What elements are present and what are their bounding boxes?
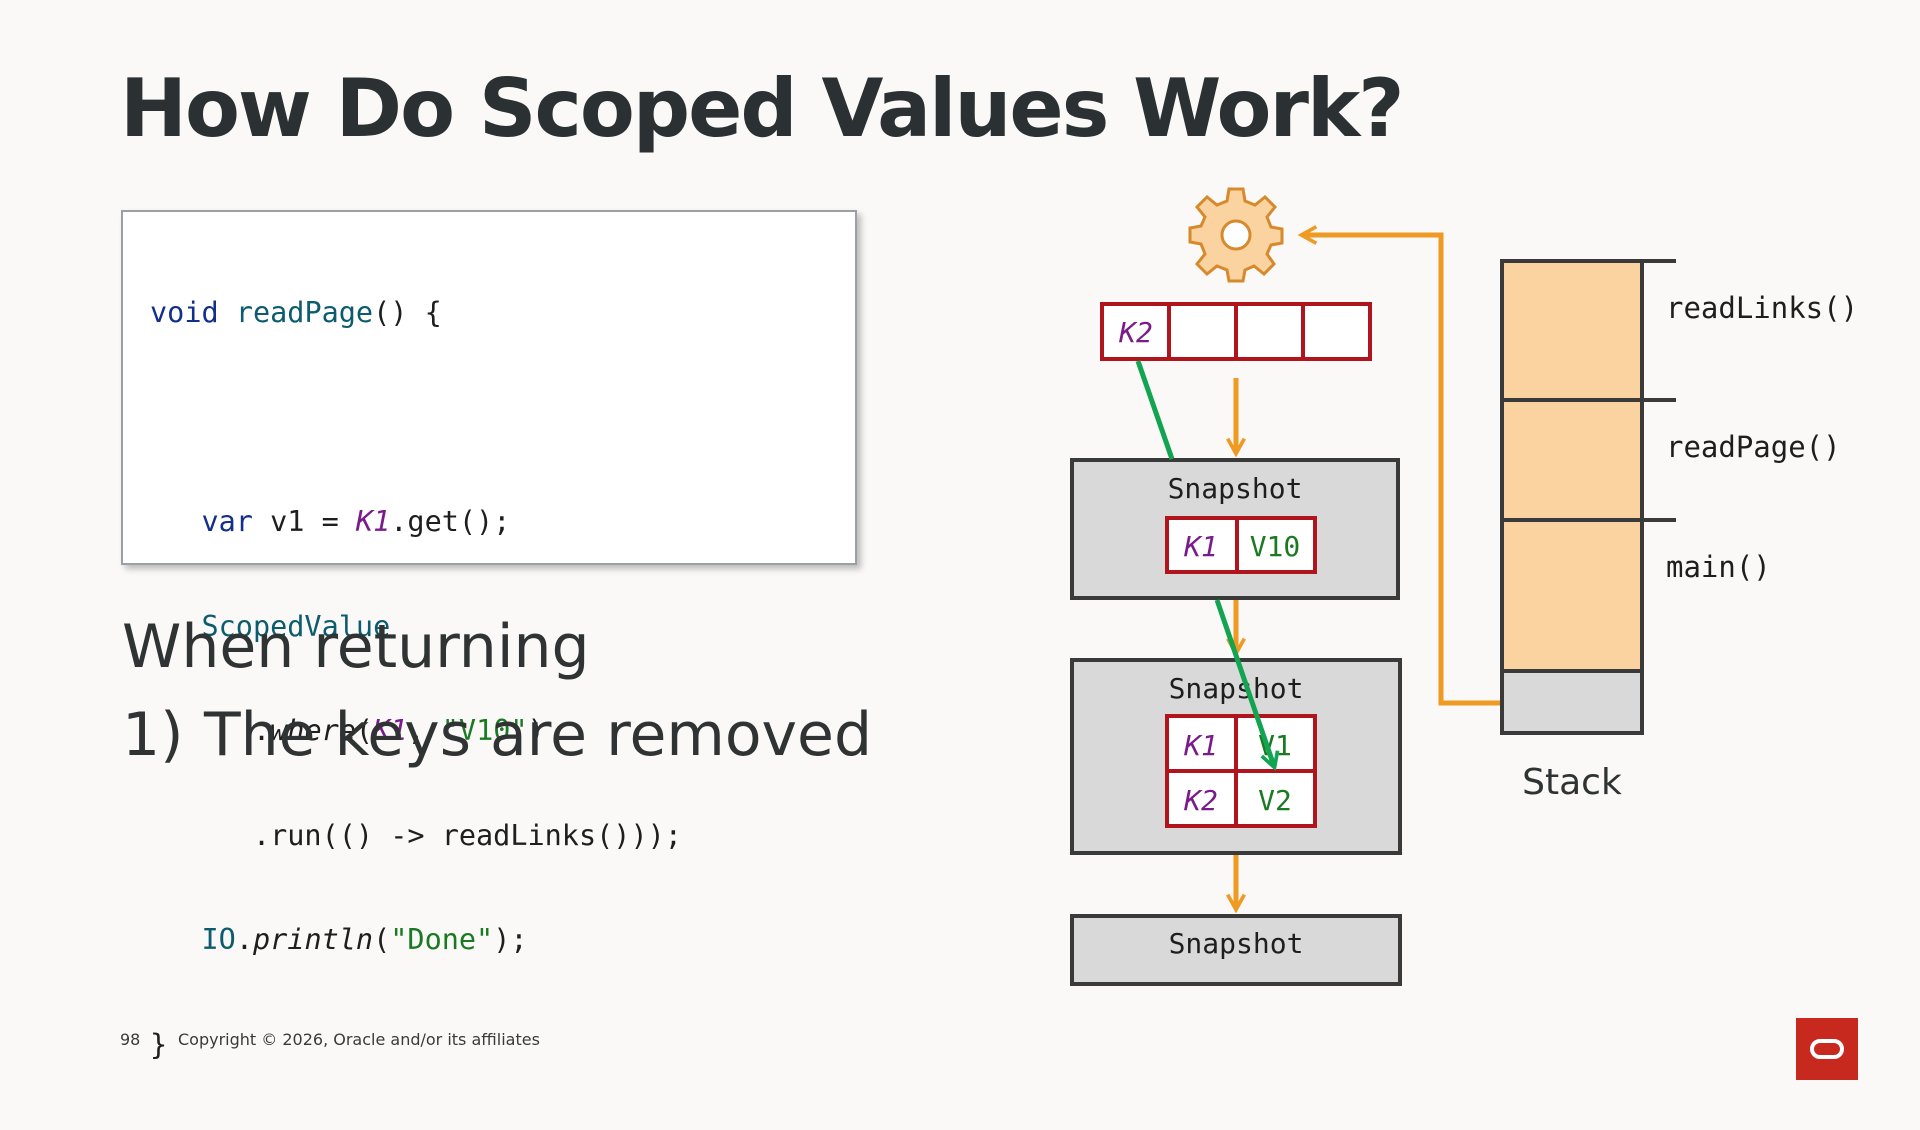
snapshot-box — [1070, 914, 1402, 986]
stack: readLinks() readPage() main() Stack — [1500, 259, 1858, 803]
stack-frame-label: readPage() — [1666, 430, 1841, 464]
stack-frame-label: readLinks() — [1666, 291, 1858, 325]
copyright-notice: Copyright © 2026, Oracle and/or its affi… — [178, 1030, 540, 1049]
code-method-where: where — [270, 714, 356, 747]
code-text-span: v1 = — [252, 505, 356, 538]
array-cell-0: K2 — [1118, 316, 1153, 349]
code-type: ScopedValue — [201, 609, 391, 643]
code-text-span: ( — [355, 714, 374, 747]
code-text-span: . — [235, 923, 253, 956]
snapshot-2: Snapshot K1 V1 K2 V2 — [1070, 658, 1402, 855]
scoped-values-diagram: K2 Snapshot K1 V10 Snapshot K1 V1 K2 V2 … — [1070, 187, 1858, 986]
code-keyword: var — [201, 505, 253, 538]
body-line-1: When returning — [122, 612, 590, 682]
code-line-1: void readPage() { — [150, 294, 682, 333]
list-item-text: The keys are removed — [204, 700, 873, 770]
code-key: K1 — [355, 505, 391, 538]
code-text: void readPage() { var v1 = K1.get(); Sco… — [150, 228, 682, 1130]
code-text-span: ); — [493, 923, 528, 956]
scoped-value-array: K2 — [1100, 302, 1372, 361]
page-number: 98 — [120, 1030, 141, 1049]
code-line-7: IO.println("Done"); — [150, 921, 682, 960]
oracle-logo-icon — [1796, 1018, 1858, 1080]
stack-base-fill — [1502, 671, 1642, 733]
snapshot-label: Snapshot — [1169, 672, 1304, 705]
entry-key: K2 — [1183, 784, 1218, 817]
code-text-span: ( — [373, 923, 391, 956]
entry-key: K1 — [1183, 729, 1218, 762]
code-block: void readPage() { var v1 = K1.get(); Sco… — [121, 210, 857, 1061]
code-line-6: .run(() -> readLinks())); — [150, 817, 682, 856]
code-method-name: readPage — [235, 296, 374, 329]
code-string: "V10" — [441, 714, 528, 747]
entry-cell — [1165, 516, 1317, 574]
slide-title: How Do Scoped Values Work? — [120, 62, 1405, 155]
code-text-span: () { — [373, 296, 442, 329]
code-line-4: ScopedValue — [150, 608, 682, 647]
code-text-span: . — [252, 714, 271, 747]
key-pointer-line — [1135, 360, 1175, 460]
stack-frames-fill — [1502, 261, 1642, 671]
snapshot-label: Snapshot — [1168, 472, 1303, 505]
code-keyword: void — [150, 296, 219, 329]
stack-frame-label: main() — [1666, 550, 1771, 584]
snapshot-1: Snapshot K1 V10 — [1070, 458, 1400, 600]
code-text-span: ) — [527, 714, 545, 747]
snapshot-label: Snapshot — [1169, 927, 1304, 960]
stack-label: Stack — [1522, 762, 1622, 803]
entry-value: V2 — [1258, 784, 1292, 817]
snapshot-3: Snapshot — [1070, 914, 1402, 986]
gear-icon — [1188, 187, 1284, 283]
code-line-3: var v1 = K1.get(); — [150, 503, 682, 542]
list-number: 1) — [122, 700, 184, 770]
body-line-2: 1) The keys are removed — [122, 700, 872, 770]
code-type: IO — [201, 923, 236, 956]
code-line-8: } — [150, 1026, 682, 1065]
code-line-5: .where(K1, "V10") — [150, 712, 682, 751]
oracle-logo-mark — [1810, 1039, 1844, 1059]
stack-to-gear-arrow — [1303, 235, 1501, 706]
code-text-span: .run(() -> readLinks())); — [252, 818, 682, 852]
code-text-span: } — [150, 1027, 168, 1061]
code-key: K1 — [373, 714, 408, 747]
entry-key: K1 — [1183, 530, 1218, 563]
code-text-span: .get(); — [390, 505, 511, 538]
code-method-println: println — [252, 923, 374, 956]
key-pointer-arrow — [1214, 599, 1274, 766]
code-text-span: , — [407, 714, 442, 747]
code-string: "Done" — [390, 923, 494, 956]
entry-value: V10 — [1250, 530, 1301, 563]
stack-outline — [1500, 261, 1644, 735]
